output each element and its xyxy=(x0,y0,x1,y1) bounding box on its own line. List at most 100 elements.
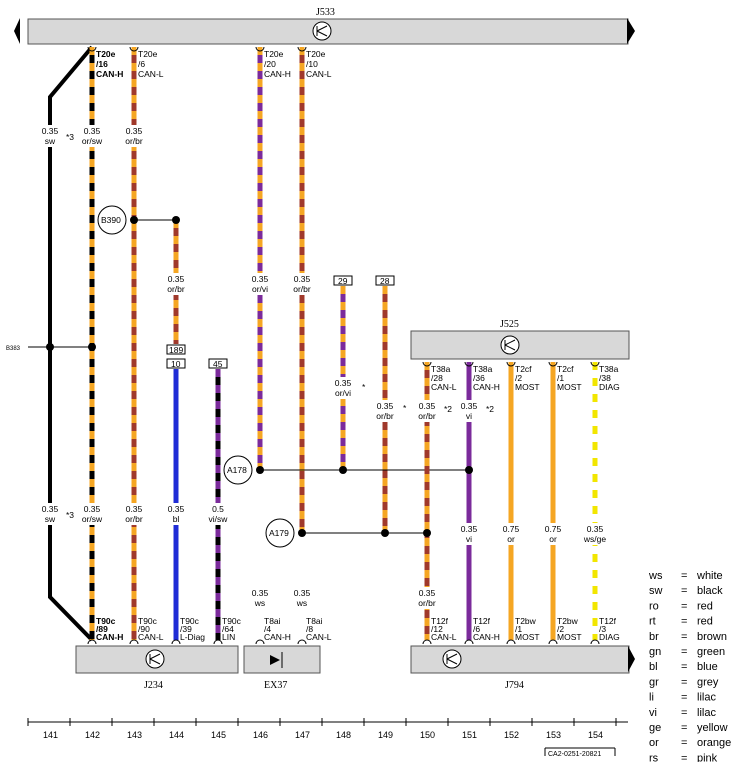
legend-name: yellow xyxy=(697,722,728,734)
legend-equals: = xyxy=(681,676,687,688)
footer-code: CA2-0251-20821 xyxy=(544,747,616,758)
wire-color: or xyxy=(507,534,515,544)
component-j533[interactable]: J533 xyxy=(14,7,635,45)
svg-text:T90c: T90c xyxy=(96,616,116,626)
legend-code: ws xyxy=(648,570,663,582)
svg-text:/90: /90 xyxy=(138,624,150,634)
legend-equals: = xyxy=(681,600,687,612)
svg-text:T20e: T20e xyxy=(306,49,326,59)
svg-text:T2cf: T2cf xyxy=(515,364,532,374)
splice-b383: B383 xyxy=(6,346,21,352)
pin-marker xyxy=(87,46,97,52)
svg-text:T2bw: T2bw xyxy=(515,616,537,626)
pin-marker xyxy=(422,361,432,367)
svg-text:145: 145 xyxy=(211,730,226,740)
junctions xyxy=(46,216,473,537)
legend-code: ge xyxy=(649,722,661,734)
svg-text:CAN-H: CAN-H xyxy=(96,69,123,79)
component-j525[interactable]: J525 xyxy=(410,319,630,360)
svg-text:T38a: T38a xyxy=(599,364,619,374)
wire-color: or/sw xyxy=(82,514,103,524)
wire-color: or/vi xyxy=(252,284,268,294)
wire-size: 0.35 xyxy=(461,401,478,411)
component-ex37[interactable]: EX37 xyxy=(243,645,321,691)
pin-marker xyxy=(171,639,181,645)
wire-size: 0.35 xyxy=(168,504,185,514)
svg-text:A179: A179 xyxy=(269,528,289,538)
legend-name: green xyxy=(697,646,725,658)
component-j234[interactable]: J234 xyxy=(75,645,239,691)
pin-marker xyxy=(590,361,600,367)
wire-color: or/br xyxy=(167,284,185,294)
svg-text:MOST: MOST xyxy=(515,632,540,642)
svg-text:*: * xyxy=(362,382,366,392)
splice-b390[interactable]: B390 xyxy=(97,205,127,235)
svg-text:T90c: T90c xyxy=(222,616,242,626)
pin-marker xyxy=(590,639,600,645)
svg-text:A178: A178 xyxy=(227,465,247,475)
svg-text:29: 29 xyxy=(338,276,348,286)
pin-marker xyxy=(506,639,516,645)
svg-text:CAN-L: CAN-L xyxy=(306,632,332,642)
svg-text:B390: B390 xyxy=(101,215,121,225)
svg-text:CAN-H: CAN-H xyxy=(96,632,123,642)
wire-size: 0.35 xyxy=(294,274,311,284)
svg-text:10: 10 xyxy=(171,359,181,369)
svg-text:*2: *2 xyxy=(444,404,452,414)
j525-pin-labels: T38a /28 CAN-L T38a /36 CAN-H T2cf /2 MO… xyxy=(431,364,620,392)
wire-size: 0.75 xyxy=(503,524,520,534)
svg-text:T38a: T38a xyxy=(431,364,451,374)
legend-name: pink xyxy=(697,752,718,762)
wire-size: 0.35 xyxy=(294,588,311,598)
wire-color: vi xyxy=(466,534,472,544)
svg-text:T20e: T20e xyxy=(138,49,158,59)
transistor-icon xyxy=(312,21,332,41)
svg-text:/20: /20 xyxy=(264,59,276,69)
top-pin-labels: T20e /16 CAN-H T20e /6 CAN-L T20e /20 CA… xyxy=(96,49,332,79)
svg-text:*: * xyxy=(403,403,407,413)
svg-text:T20e: T20e xyxy=(96,49,116,59)
component-j794[interactable]: J794 xyxy=(410,645,635,691)
svg-text:150: 150 xyxy=(420,730,435,740)
color-legend: ws=whitesw=blackro=redrt=redbr=browngn=g… xyxy=(648,570,731,762)
wire-size: 0.35 xyxy=(252,588,269,598)
svg-text:DIAG: DIAG xyxy=(599,632,620,642)
bottom-pin-labels: T90c /89 CAN-H T90c /90 CAN-L T90c /39 L… xyxy=(96,616,620,642)
wire-size: 0.75 xyxy=(545,524,562,534)
wire-color: or xyxy=(549,534,557,544)
legend-name: black xyxy=(697,585,723,597)
svg-text:/38: /38 xyxy=(599,373,611,383)
svg-text:MOST: MOST xyxy=(515,382,540,392)
column-numbers: 141 142 143 144 145 146 147 148 149 150 … xyxy=(43,730,603,740)
svg-text:CAN-L: CAN-L xyxy=(431,382,457,392)
svg-text:*3: *3 xyxy=(66,132,74,142)
svg-text:45: 45 xyxy=(213,359,223,369)
svg-text:T38a: T38a xyxy=(473,364,493,374)
wire-size: 0.35 xyxy=(461,524,478,534)
wire-size: 0.35 xyxy=(126,126,143,136)
svg-text:/8: /8 xyxy=(306,624,313,634)
pin-marker xyxy=(213,639,223,645)
splice-a178[interactable]: A178 xyxy=(223,455,253,485)
svg-text:T12f: T12f xyxy=(431,616,449,626)
j794-label: J794 xyxy=(505,680,524,691)
wire-size: 0.35 xyxy=(252,274,269,284)
splice-a179[interactable]: A179 xyxy=(265,518,295,548)
svg-text:CAN-L: CAN-L xyxy=(431,632,457,642)
wire-color: sw xyxy=(45,136,56,146)
legend-name: white xyxy=(696,570,723,582)
wire-color: or/br xyxy=(125,514,143,524)
svg-text:144: 144 xyxy=(169,730,184,740)
wire-color: or/br xyxy=(376,411,394,421)
